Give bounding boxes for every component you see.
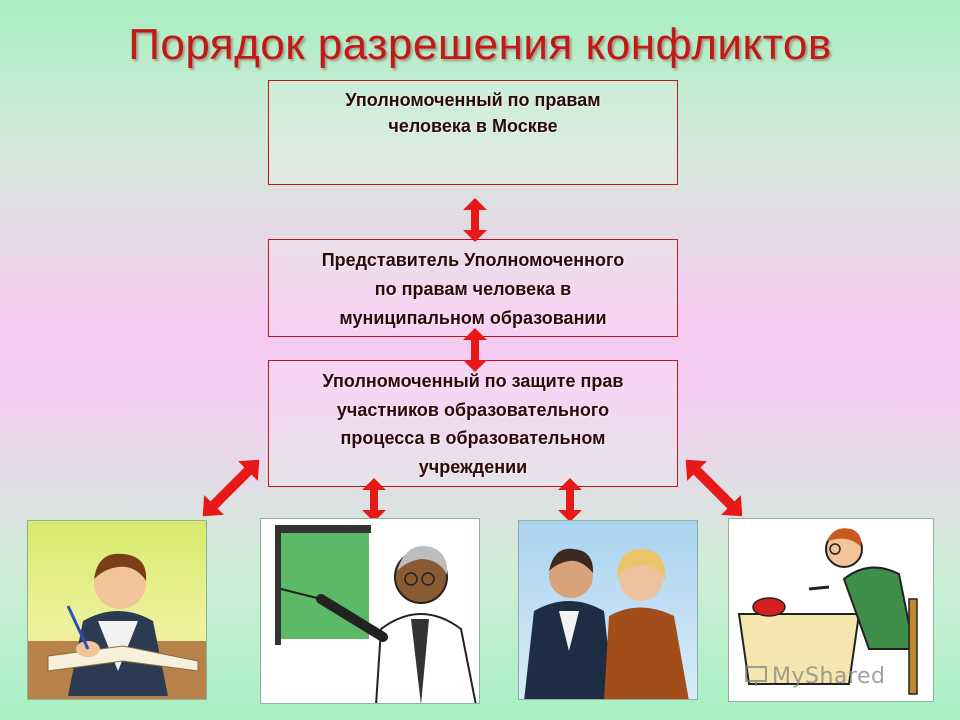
teacher-at-blackboard-illustration [260,518,480,704]
box-school-ombudsman: Уполномоченный по защите прав участников… [268,360,678,487]
arrow-to-employee [685,459,743,517]
box-line: учреждении [418,456,528,477]
parents-couple-photo [518,520,698,700]
watermark: MyShared [772,664,886,689]
box-line: муниципальном образовании [339,308,607,328]
arrow-to-teacher [362,478,386,522]
box-line: процесса в образовательном [340,428,606,448]
box-line: Уполномоченный по правам [345,90,601,110]
arrow-to-student [202,459,260,517]
student-writing-illustration [27,520,207,700]
arrow-middle-bottom [463,328,487,372]
box-line: по правам человека в [374,279,572,299]
page-title: Порядок разрешения конфликтов [128,20,832,69]
man-at-desk-phone-illustration [728,518,934,702]
arrow-top-middle [463,198,487,242]
arrow-to-parents [558,478,582,522]
box-line: Представитель Уполномоченного [321,250,625,270]
box-moscow-ombudsman: Уполномоченный по правам человека в Моск… [268,80,678,185]
slideshow-icon [745,666,767,686]
box-line: человека в Москве [388,116,558,136]
box-line: Уполномоченный по защите прав [322,371,624,391]
box-line: участников образовательного [336,399,610,420]
